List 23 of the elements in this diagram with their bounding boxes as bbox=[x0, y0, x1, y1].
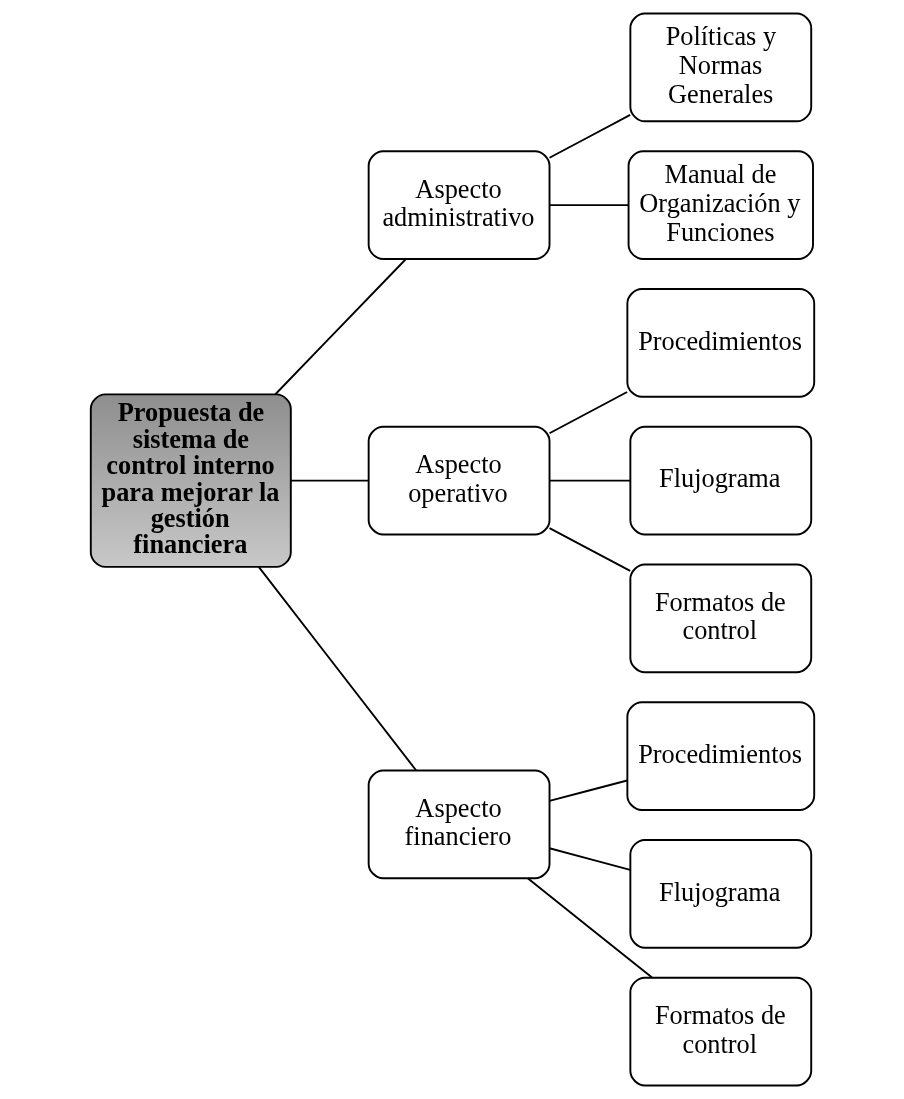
node-box: Propuesta de sistema de control interno para mejorar la gestión financiera bbox=[89, 393, 292, 568]
connector bbox=[548, 527, 631, 572]
node-box: Aspecto financiero bbox=[367, 769, 550, 880]
connector bbox=[548, 204, 629, 207]
node-box: Procedimientos bbox=[625, 288, 815, 398]
connector bbox=[526, 877, 653, 979]
connector bbox=[548, 779, 628, 802]
node-box: Formatos de control bbox=[628, 976, 812, 1087]
node-box: Manual de Organización y Funciones bbox=[627, 150, 814, 260]
connector bbox=[548, 391, 628, 435]
connector bbox=[548, 847, 631, 871]
node-box: Procedimientos bbox=[625, 701, 815, 811]
connector bbox=[289, 479, 369, 482]
connector bbox=[273, 258, 407, 396]
node-box: Aspecto operativo bbox=[367, 425, 550, 536]
node-box: Formatos de control bbox=[628, 563, 812, 674]
node-box: Aspecto administrativo bbox=[367, 150, 550, 260]
node-box: Flujograma bbox=[628, 425, 812, 536]
connector bbox=[548, 113, 631, 159]
node-box: Flujograma bbox=[628, 839, 812, 949]
node-box: Políticas y Normas Generales bbox=[628, 12, 812, 123]
connector bbox=[548, 479, 631, 482]
connector bbox=[257, 565, 417, 772]
